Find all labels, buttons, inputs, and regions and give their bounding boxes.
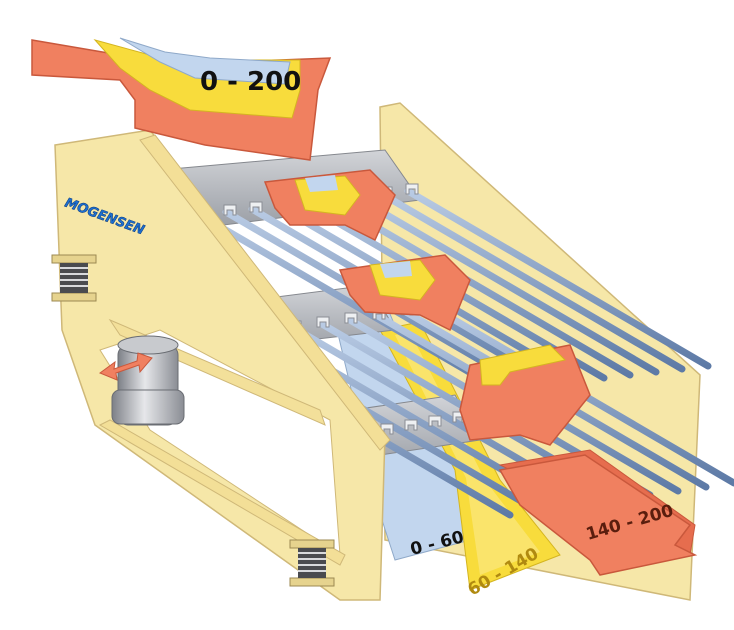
coarse-fraction-arrow — [498, 454, 698, 576]
rod-clamp — [405, 183, 419, 195]
vibrator-motor — [111, 335, 185, 426]
rod-clamp — [344, 312, 358, 324]
lower-spring — [289, 539, 335, 587]
feed-size-label: 0 - 200 — [200, 67, 301, 97]
upper-spring — [51, 254, 97, 302]
rod-clamp — [428, 415, 442, 427]
stage-arrow-1 — [263, 169, 396, 242]
grizzly-rod — [352, 193, 660, 376]
stage-arrow-2 — [338, 254, 471, 332]
stage-arrow-3 — [459, 344, 591, 446]
rod-clamp — [404, 419, 418, 431]
rod-clamp — [223, 204, 237, 216]
grizzly-rod — [404, 187, 712, 370]
vibration-direction-arrow — [98, 352, 153, 381]
grizzly-rod — [378, 190, 686, 373]
rod-clamp — [316, 316, 330, 328]
feed-arrow — [31, 37, 332, 161]
rod-clamp — [249, 201, 263, 213]
